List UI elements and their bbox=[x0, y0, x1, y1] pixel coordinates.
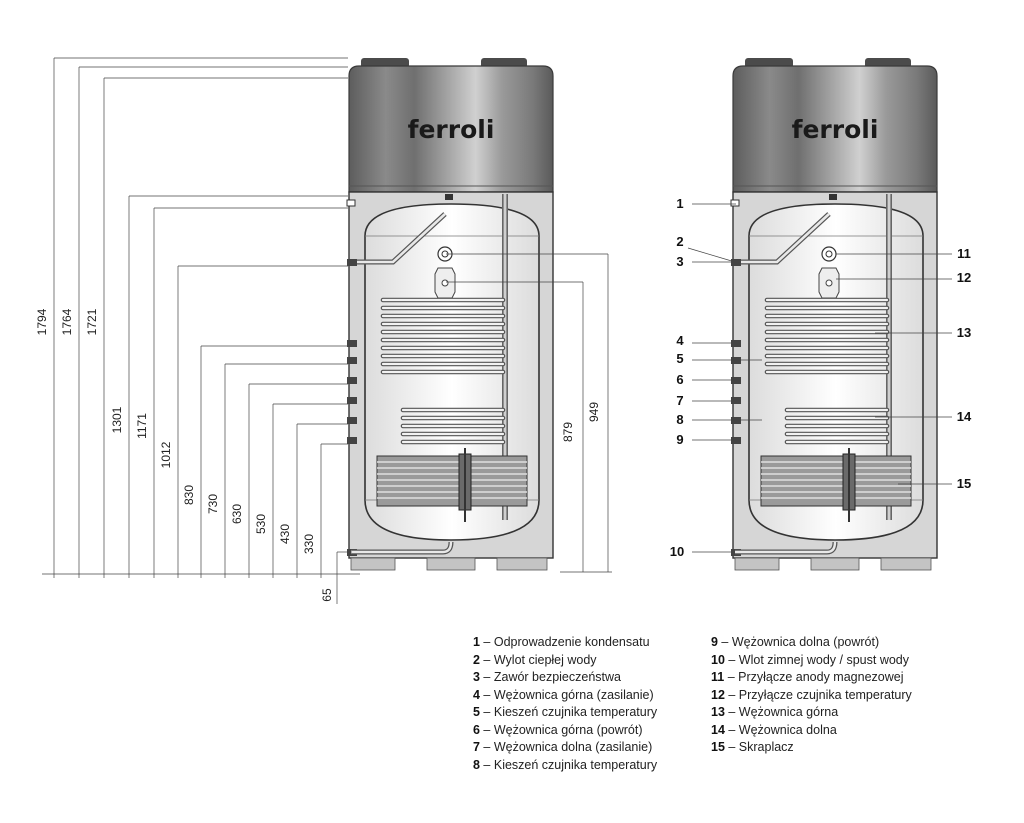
legend-text: – Skraplacz bbox=[724, 740, 794, 754]
legend-item-2: 2 – Wylot ciepłej wody bbox=[473, 652, 657, 670]
legend-item-12: 12 – Przyłącze czujnika temperatury bbox=[711, 687, 912, 705]
dimension-label-630: 630 bbox=[230, 504, 244, 524]
legend-item-11: 11 – Przyłącze anody magnezowej bbox=[711, 669, 912, 687]
heat-pump-diagram: ferroli ferroli 179417641721130111711012… bbox=[35, 0, 972, 604]
legend-number: 5 bbox=[473, 705, 480, 719]
legend-text: – Zawór bezpieczeństwa bbox=[479, 670, 621, 684]
callout-14: 14 bbox=[957, 409, 972, 424]
dimension-label-830: 830 bbox=[182, 485, 196, 505]
legend-text: – Przyłącze czujnika temperatury bbox=[724, 687, 912, 702]
dimension-label-1794: 1794 bbox=[35, 308, 49, 335]
unit-right-callouts: ferroli bbox=[731, 58, 937, 570]
callout-11: 11 bbox=[957, 246, 971, 261]
unit-left-dimensioned: ferroli bbox=[347, 58, 553, 570]
legend-item-13: 13 – Wężownica górna bbox=[711, 704, 912, 722]
legend-text: – Wężownica górna (powrót) bbox=[479, 722, 643, 737]
legend-text: – Wężownica dolna (powrót) bbox=[717, 635, 880, 649]
callout-15: 15 bbox=[957, 476, 971, 491]
dimension-labels: 1794 1764 1721 1301 1171 1012 830 730 630 530 430 3… bbox=[35, 308, 601, 601]
callout-lines bbox=[687, 203, 952, 553]
callout-3: 3 bbox=[676, 254, 683, 269]
legend-text: – Kieszeń czujnika temperatury bbox=[479, 705, 658, 719]
callout-10: 10 bbox=[670, 544, 684, 559]
legend-number: 9 bbox=[711, 635, 718, 649]
legend-item-1: 1 – Odprowadzenie kondensatu bbox=[473, 634, 657, 652]
legend-number: 4 bbox=[473, 687, 480, 702]
brand-logo-left: ferroli bbox=[408, 115, 495, 144]
legend-number: 6 bbox=[473, 722, 480, 737]
legend-item-6: 6 – Wężownica górna (powrót) bbox=[473, 722, 657, 740]
legend-item-9: 9 – Wężownica dolna (powrót) bbox=[711, 634, 912, 652]
legend-text: – Wężownica dolna bbox=[724, 722, 837, 737]
callout-7: 7 bbox=[676, 393, 683, 408]
dimension-lines bbox=[42, 57, 612, 604]
legend-text: – Odprowadzenie kondensatu bbox=[479, 635, 650, 649]
legend-text: – Wężownica górna (zasilanie) bbox=[479, 687, 654, 702]
callout-6: 6 bbox=[676, 372, 683, 387]
dimension-label-730: 730 bbox=[206, 494, 220, 514]
dimension-label-1721: 1721 bbox=[85, 308, 99, 335]
callout-12: 12 bbox=[957, 270, 971, 285]
legend-text: – Wylot ciepłej wody bbox=[479, 652, 597, 667]
legend-text: – Wężownica dolna (zasilanie) bbox=[479, 740, 653, 754]
legend-item-15: 15 – Skraplacz bbox=[711, 739, 912, 757]
legend-number: 1 bbox=[473, 635, 480, 649]
legend-number: 7 bbox=[473, 740, 480, 754]
dimension-label-330: 330 bbox=[302, 534, 316, 554]
dimension-label-1012: 1012 bbox=[159, 441, 173, 468]
callout-2: 2 bbox=[676, 234, 683, 249]
legend-number: 13 bbox=[711, 705, 725, 719]
callout-5: 5 bbox=[676, 351, 683, 366]
legend-item-8: 8 – Kieszeń czujnika temperatury bbox=[473, 757, 657, 775]
legend-text: – Przyłącze anody magnezowej bbox=[724, 670, 904, 684]
callout-1: 1 bbox=[676, 196, 683, 211]
legend-text: – Kieszeń czujnika temperatury bbox=[479, 757, 658, 772]
legend-number: 8 bbox=[473, 757, 480, 772]
dimension-label-879: 879 bbox=[561, 422, 575, 442]
legend-item-14: 14 – Wężownica dolna bbox=[711, 722, 912, 740]
dimension-label-1171: 1171 bbox=[135, 413, 149, 439]
callout-9: 9 bbox=[676, 432, 683, 447]
legend-number: 3 bbox=[473, 670, 480, 684]
legend-number: 2 bbox=[473, 652, 480, 667]
legend-number: 10 bbox=[711, 652, 725, 667]
callout-8: 8 bbox=[676, 412, 683, 427]
legend-text: – Wlot zimnej wody / spust wody bbox=[724, 652, 910, 667]
legend-item-3: 3 – Zawór bezpieczeństwa bbox=[473, 669, 657, 687]
legend-number: 12 bbox=[711, 687, 725, 702]
dimension-label-65: 65 bbox=[320, 588, 334, 602]
legend-column-right: 9 – Wężownica dolna (powrót)10 – Wlot zi… bbox=[711, 634, 912, 757]
legend-item-4: 4 – Wężownica górna (zasilanie) bbox=[473, 687, 657, 705]
legend-item-5: 5 – Kieszeń czujnika temperatury bbox=[473, 704, 657, 722]
dimension-label-1301: 1301 bbox=[110, 406, 124, 433]
legend-item-7: 7 – Wężownica dolna (zasilanie) bbox=[473, 739, 657, 757]
callout-4: 4 bbox=[676, 333, 684, 348]
legend-item-10: 10 – Wlot zimnej wody / spust wody bbox=[711, 652, 912, 670]
legend-number: 15 bbox=[711, 740, 725, 754]
legend-number: 11 bbox=[711, 670, 725, 684]
legend-text: – Wężownica górna bbox=[724, 705, 839, 719]
dimension-label-430: 430 bbox=[278, 524, 292, 544]
callout-13: 13 bbox=[957, 325, 971, 340]
brand-logo-right: ferroli bbox=[792, 115, 879, 144]
dimension-label-530: 530 bbox=[254, 514, 268, 534]
dimension-label-1764: 1764 bbox=[60, 308, 74, 335]
dimension-label-949: 949 bbox=[587, 402, 601, 422]
legend-number: 14 bbox=[711, 722, 725, 737]
